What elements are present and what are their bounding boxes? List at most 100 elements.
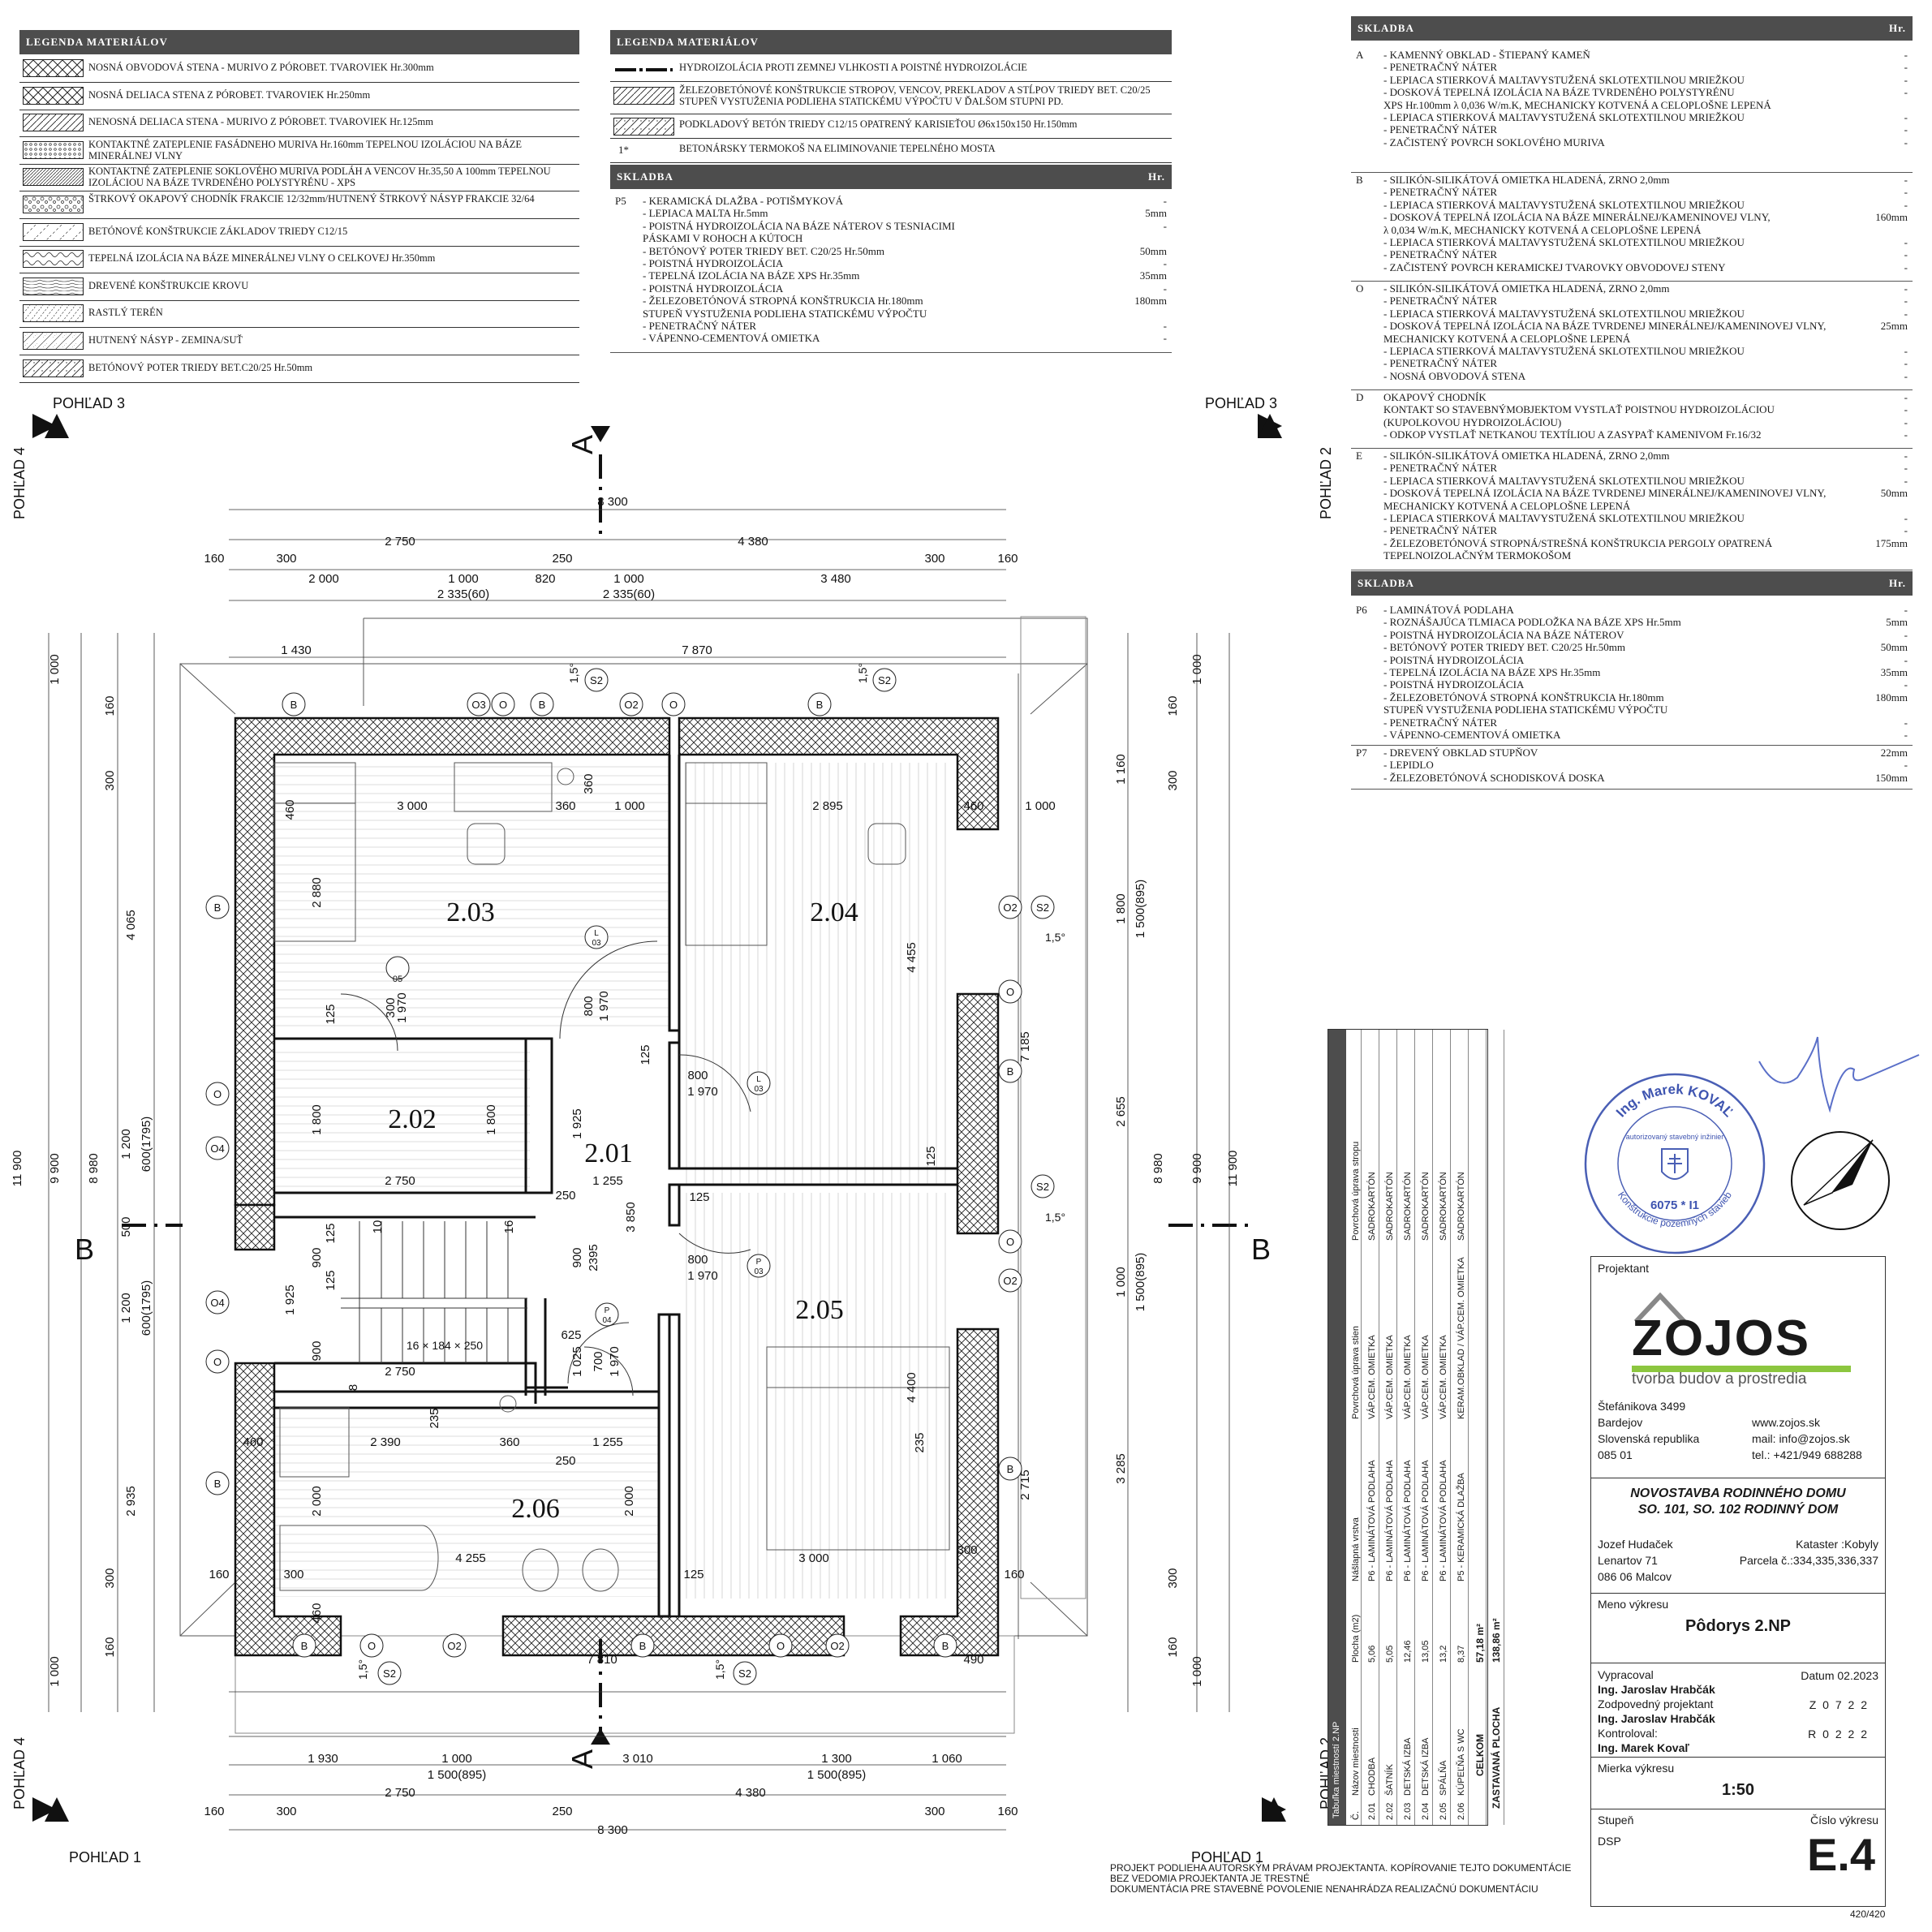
dimension-label: 460 (283, 799, 297, 820)
dimension-label: 1 800 (310, 1104, 324, 1135)
dimension-label: 7 185 (1018, 1031, 1032, 1062)
axis-marker-icon (442, 1633, 467, 1658)
axis-marker-icon (205, 1082, 230, 1106)
dimension-label: 1 500(895) (428, 1768, 487, 1782)
project-title: NOVOSTAVBA RODINNÉHO DOMU SO. 101, SO. 1… (1591, 1486, 1885, 1518)
axis-marker-label: O4 (210, 1142, 224, 1155)
skladba-values: ---50mm--175mm (1875, 450, 1908, 562)
skladba-value: 25mm (1880, 320, 1908, 333)
dimension-label: 1 800 (1114, 893, 1128, 924)
skladba-value: - (1904, 110, 1908, 123)
dimension-label: 4 380 (738, 535, 768, 549)
dimension-label: 125 (324, 1270, 338, 1290)
section-label-a: A (566, 435, 599, 454)
skladba-line: - ZAČISTENÝ POVRCH KERAMICKEJ TVAROVKY O… (1383, 260, 1726, 273)
axis-marker-icon (661, 692, 686, 716)
axis-marker-label: B (214, 1478, 222, 1490)
skladba-hr: Hr. (1889, 577, 1906, 589)
legend-title: LEGENDA MATERIÁLOV (19, 30, 579, 54)
authorization-stamp: Ing. Marek KOVAĽ autorizovaný stavebný i… (1584, 1073, 1766, 1254)
room-2-05-floor (679, 1193, 951, 1599)
door-reference-label: L (594, 929, 599, 938)
skladba-line: (KUPOLKOVOU HYDROIZOLÁCIOU) (1383, 415, 1562, 428)
dimension-label: 8 300 (597, 495, 628, 509)
skladba-line: - KAMENNÝ OBKLAD - ŠTIEPANÝ KAMEŇ (1383, 49, 1590, 61)
skladba-value: - (1904, 369, 1908, 382)
stupen-label: Stupeň (1598, 1814, 1634, 1827)
room-table-cell: CHODBA (1367, 1757, 1377, 1796)
room-2-03-floor (274, 763, 669, 1031)
skladba-line: - PENETRAČNÝ NÁTER (1383, 716, 1498, 729)
dimension-label: 2 750 (385, 1365, 415, 1379)
skladba-line: - PENETRAČNÝ NÁTER (1383, 186, 1498, 199)
skladba-value: - (1904, 344, 1908, 357)
sheet-size: 420/420 (1850, 1908, 1886, 1920)
axis-marker-label: B (214, 901, 222, 914)
chimney-icon (557, 768, 574, 785)
skladba-value: - (1904, 628, 1908, 641)
skladba-line: - VÁPENNO-CEMENTOVÁ OMIETKA (1383, 729, 1561, 742)
dimension-label: 2 000 (310, 1486, 324, 1517)
room-table-cell: 2.02 (1385, 1802, 1395, 1820)
legend-label: BETÓNOVÝ POTER TRIEDY BET.C20/25 Hr.50mm (88, 361, 313, 373)
room-table-cell: VÁP.CEM. OMIETKA (1403, 1335, 1413, 1419)
skladba-value: - (1904, 123, 1908, 136)
dimension-label: 360 (582, 773, 596, 794)
skladba-value: - (1904, 86, 1908, 99)
dimension-label: 3 010 (622, 1752, 653, 1766)
skladba-value: 35mm (1880, 665, 1908, 678)
dimension-label: 820 (535, 572, 555, 586)
axis-marker-label: O2 (447, 1640, 461, 1652)
skladba-value: 50mm (1880, 641, 1908, 654)
project-title-line: SO. 101, SO. 102 RODINNÝ DOM (1637, 1503, 1839, 1517)
dimension-label: 1 000 (614, 799, 645, 813)
skladba-code: P6 (1356, 604, 1367, 616)
axis-marker-icon (584, 668, 609, 692)
room-table-cell: 13,05 (1421, 1640, 1431, 1663)
legend-label: BETONÁRSKY TERMOKOŠ NA ELIMINOVANIE TEPE… (679, 143, 996, 154)
legend-item: DREVENÉ KONŠTRUKCIE KROVU (19, 273, 579, 301)
skladba-line: - LEPIACA STIERKOVÁ MALTAVYSTUŽENÁ SKLOT… (1383, 307, 1745, 320)
legend-swatch-icon (23, 59, 84, 77)
shower (279, 1407, 350, 1478)
skladba-value: 180mm (1134, 295, 1167, 308)
skladba-values: -5mm-50mm-35mm-180mm-- (1134, 195, 1167, 345)
skladba-value: 150mm (1875, 771, 1908, 784)
axis-marker-icon (768, 1633, 793, 1658)
dimension-label: 11 900 (1226, 1151, 1240, 1187)
dimension-label: 300 (924, 552, 944, 566)
axis-marker-icon (619, 692, 643, 716)
dimension-label: 160 (1166, 695, 1180, 716)
dimension-label: 2 000 (308, 572, 339, 586)
legend-label: HYDROIZOLÁCIA PROTI ZEMNEJ VLHKOSTI A PO… (679, 62, 1027, 73)
door-reference-label: P (756, 1258, 762, 1267)
legend-label: NOSNÁ OBVODOVÁ STENA - MURIVO Z PÓROBET.… (88, 62, 434, 73)
room-table-cell: 57,18 m² (1474, 1623, 1486, 1663)
room-table-cell: SPÁLŇA (1439, 1760, 1448, 1796)
dimension-label: 2 655 (1114, 1096, 1128, 1127)
skladba-value: - (1904, 759, 1908, 772)
legend-item: HYDROIZOLÁCIA PROTI ZEMNEJ VLHKOSTI A PO… (610, 57, 1172, 82)
skladba-line: - LEPIACA STIERKOVÁ MALTAVYSTUŽENÁ SKLOT… (1383, 512, 1745, 525)
door-reference-label: 04 (602, 1316, 612, 1325)
skladba-line: - PENETRAČNÝ NÁTER (1383, 248, 1498, 261)
section-label-a: A (566, 1749, 599, 1769)
legend-item: NENOSNÁ DELIACA STENA - MURIVO Z PÓROBET… (19, 110, 579, 138)
dimension-label: 1 200 (119, 1293, 133, 1323)
axis-marker-label: B (290, 699, 298, 711)
project-title-line: NOVOSTAVBA RODINNÉHO DOMU (1630, 1487, 1846, 1500)
wall-exterior (234, 1203, 276, 1251)
skladba-line: - PENETRAČNÝ NÁTER (1383, 123, 1498, 136)
skladba-value: - (1904, 415, 1908, 428)
cislo-label: Číslo výkresu (1809, 1814, 1878, 1827)
room-table-cell: ŠATNÍK (1385, 1764, 1395, 1796)
contact-line: tel.: +421/949 688288 (1752, 1448, 1862, 1461)
chair (467, 823, 506, 865)
dimension-label: 125 (639, 1044, 652, 1065)
skladba-values: 22mm-150mm (1875, 747, 1908, 784)
room-table-cell: 2.01 (1367, 1802, 1377, 1820)
skladba-line: - ZAČISTENÝ POVRCH SOKLOVÉHO MURIVA (1383, 136, 1605, 148)
dimension-label: 460 (243, 1435, 263, 1449)
skladba-line: - LEPIACA STIERKOVÁ MALTAVYSTUŽENÁ SKLOT… (1383, 236, 1745, 249)
axis-marker-label: O2 (830, 1640, 844, 1652)
